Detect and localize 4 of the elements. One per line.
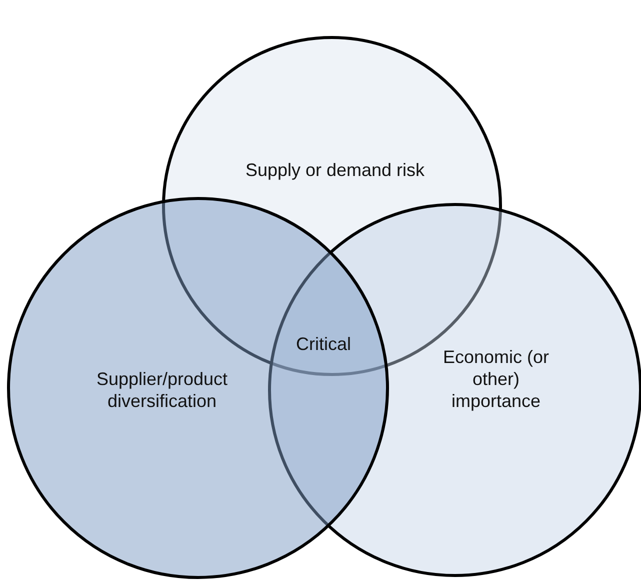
circle-label: Economic (or other) importance [442, 346, 550, 412]
circle-label: Supply or demand risk [244, 159, 426, 181]
intersection-label: Critical [296, 333, 352, 355]
circle-label: Supplier/product diversification [95, 368, 229, 412]
